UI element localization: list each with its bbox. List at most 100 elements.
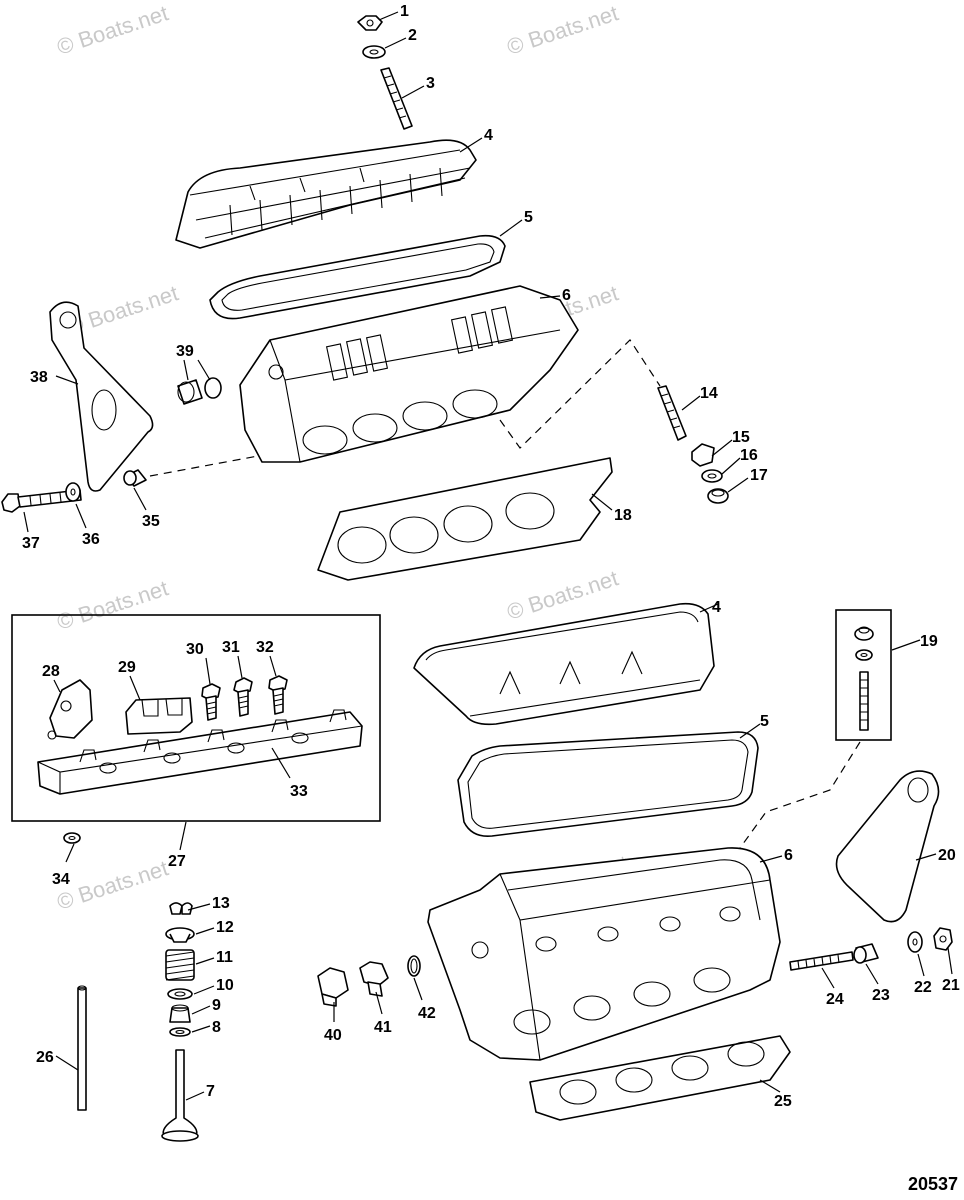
watermark-text: © Boats.net: [54, 855, 171, 914]
callout-29: 29: [118, 659, 136, 676]
part-fitting-40: [317, 967, 349, 1007]
part-exhaust-gasket-25: [529, 1035, 791, 1121]
part-spacer-35: [123, 469, 147, 487]
watermark-text: © Boats.net: [54, 0, 171, 59]
callout-24: 24: [826, 991, 844, 1008]
alignment-line: [499, 339, 661, 449]
callout-6: 6: [562, 287, 571, 304]
callout-2: 2: [408, 27, 417, 44]
part-nut-21: [933, 927, 953, 951]
callout-35: 35: [142, 513, 160, 530]
part-valve-7: [161, 1049, 199, 1142]
callout-labels: 1 2 3 4 5 6 14 15 16 17 18 38 39 37 36 3…: [22, 3, 960, 1110]
part-gasket-5: [209, 234, 506, 320]
callout-25: 25: [774, 1093, 792, 1110]
callout-28: 28: [42, 663, 60, 680]
callout-18: 18: [614, 507, 632, 524]
callout-13: 13: [212, 895, 230, 912]
part-gasket-5-lower: [457, 731, 759, 838]
callout-26: 26: [36, 1049, 54, 1066]
callout-6-lower: 6: [784, 847, 793, 864]
callout-14: 14: [700, 385, 718, 402]
part-stud-24: [789, 951, 854, 971]
callout-1: 1: [400, 3, 409, 20]
part-rocker-support-29: [125, 697, 193, 735]
callout-36: 36: [82, 531, 100, 548]
part-retainer-12: [165, 927, 195, 943]
callout-9: 9: [212, 997, 221, 1014]
callout-31: 31: [222, 639, 240, 656]
callout-15: 15: [732, 429, 750, 446]
part-o-ring-42: [407, 955, 421, 977]
callout-34: 34: [52, 871, 70, 888]
callout-21: 21: [942, 977, 960, 994]
part-spring-11: [165, 949, 195, 981]
callout-11: 11: [216, 949, 233, 966]
part-seal-9: [169, 1004, 191, 1023]
part-cylinder-head-6: [239, 285, 579, 463]
part-stud-3: [380, 67, 413, 130]
part-washer-16: [701, 469, 723, 483]
callout-23: 23: [872, 987, 890, 1004]
part-spacer-23: [853, 943, 879, 964]
part-washer-10: [167, 988, 193, 1000]
part-fitting-41: [359, 961, 389, 997]
part-washer-36: [65, 482, 81, 502]
part-washer-8: [169, 1027, 191, 1037]
part-bolt-32: [268, 675, 288, 715]
callout-41: 41: [374, 1019, 392, 1036]
callout-32: 32: [256, 639, 274, 656]
watermark-text: © Boats.net: [504, 565, 621, 624]
part-rocker-cover-4-lower: [413, 602, 715, 726]
part-washer-34: [63, 832, 81, 844]
callout-5-lower: 5: [760, 713, 769, 730]
part-rocker-arm-28: [47, 679, 93, 740]
part-bracket-38: [49, 301, 154, 492]
part-fitting-15: [691, 443, 715, 467]
callout-27: 27: [168, 853, 186, 870]
part-head-gasket-18: [317, 457, 613, 581]
callout-19: 19: [920, 633, 938, 650]
part-rocker-cover-4: [175, 139, 477, 249]
callout-22: 22: [914, 979, 932, 996]
callout-40: 40: [324, 1027, 342, 1044]
watermark-text: © Boats.net: [504, 0, 621, 59]
part-pushrod-26: [77, 985, 87, 1111]
rocker-arm-kit-box: [11, 614, 381, 822]
callout-16: 16: [740, 447, 758, 464]
part-rocker-rail-33: [37, 709, 363, 795]
leader-lines: [23, 11, 953, 1101]
callout-10: 10: [216, 977, 234, 994]
part-bracket-20: [835, 770, 940, 923]
alignment-line: [739, 741, 861, 849]
part-plug-39: [177, 377, 222, 405]
figure-number: 20537: [908, 1174, 958, 1194]
part-bolt-31: [233, 677, 253, 717]
part-bolt-37: [1, 489, 82, 513]
callout-5: 5: [524, 209, 533, 226]
part-nut-1: [357, 15, 383, 31]
callout-42: 42: [418, 1005, 436, 1022]
callout-8: 8: [212, 1019, 221, 1036]
callout-17: 17: [750, 467, 768, 484]
callout-12: 12: [216, 919, 234, 936]
alignment-line: [149, 455, 259, 477]
part-cylinder-head-6-lower: [427, 847, 781, 1061]
part-washer-22: [907, 931, 923, 953]
callout-4-lower: 4: [712, 599, 721, 616]
part-washer-2: [362, 45, 386, 59]
callout-39: 39: [176, 343, 194, 360]
callout-4: 4: [484, 127, 493, 144]
part-bolt-30: [201, 683, 221, 721]
callout-38: 38: [30, 369, 48, 386]
callout-30: 30: [186, 641, 204, 658]
part-keepers-13: [169, 902, 193, 915]
callout-3: 3: [426, 75, 435, 92]
callout-33: 33: [290, 783, 308, 800]
callout-37: 37: [22, 535, 40, 552]
part-plug-17: [707, 488, 729, 504]
stud-kit-box-19: [835, 609, 892, 741]
callout-7: 7: [206, 1083, 215, 1100]
callout-20: 20: [938, 847, 956, 864]
